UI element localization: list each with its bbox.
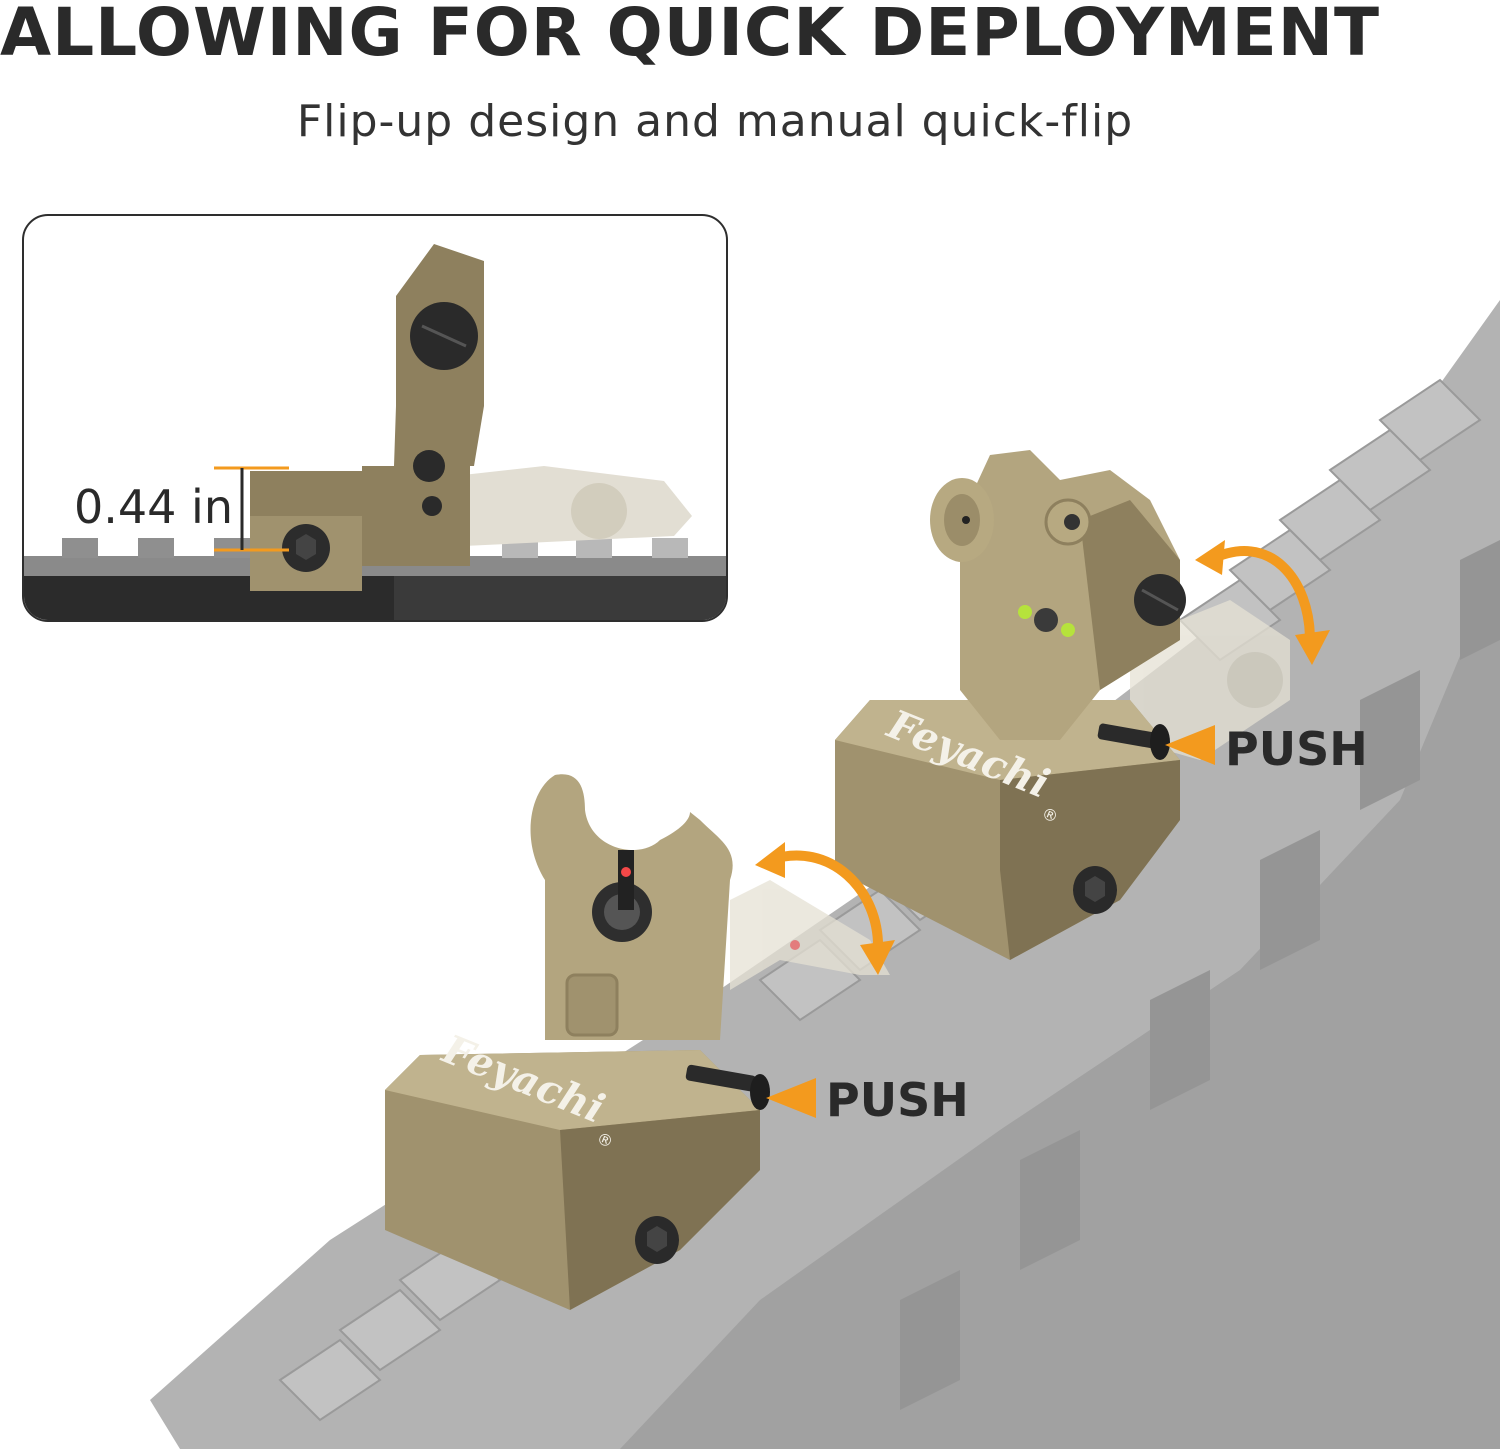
rear-push-label: PUSH (1225, 722, 1368, 776)
height-dimension-label: 0.44 in (74, 480, 233, 534)
front-flip-arrowhead-bottom (860, 940, 895, 975)
rear-flip-arrowhead-top (1195, 540, 1225, 575)
headline: ALLOWING FOR QUICK DEPLOYMENT (0, 0, 1381, 71)
rear-flip-arrowhead-bottom (1295, 630, 1330, 665)
subheadline: Flip-up design and manual quick-flip (296, 96, 1134, 147)
front-sight (385, 774, 770, 1310)
rear-sight (835, 450, 1186, 960)
front-flip-arrowhead-top (755, 842, 785, 878)
front-push-label: PUSH (826, 1073, 969, 1127)
front-flip-arrow (768, 850, 884, 951)
svg-text:®: ® (594, 1128, 616, 1152)
rear-push-arrow (1165, 725, 1215, 765)
height-detail-inset: 0.44 in (22, 214, 728, 622)
rear-flip-arrow (1207, 546, 1315, 641)
inset-illustration (24, 244, 726, 620)
svg-text:®: ® (1039, 803, 1061, 827)
front-sight-folded-ghost (730, 880, 890, 990)
front-push-arrow (766, 1078, 816, 1118)
